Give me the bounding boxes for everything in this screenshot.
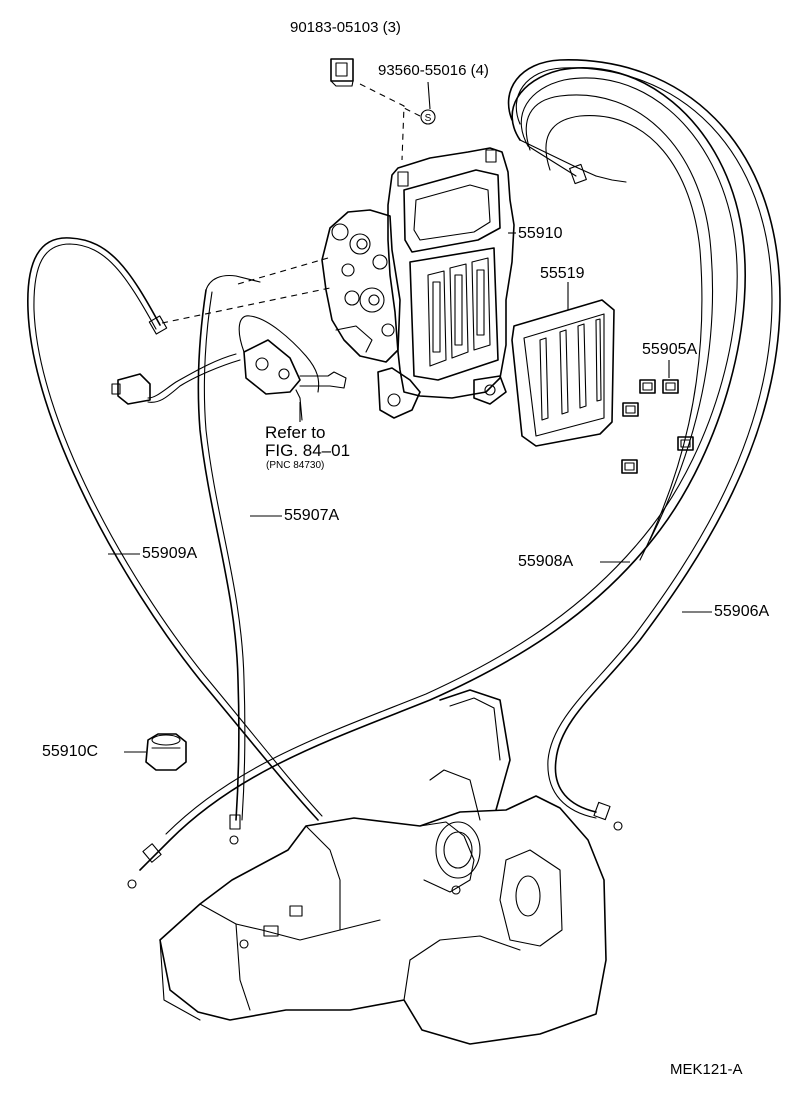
cable-55907a <box>197 289 240 821</box>
control-panel-drawing <box>321 147 515 419</box>
nut-symbol-letter: S <box>425 113 432 124</box>
panel-cover-drawing <box>511 299 615 447</box>
cable-55909a <box>27 237 319 821</box>
label-control-panel: 55910 <box>518 225 563 242</box>
knobs-drawing <box>621 379 694 474</box>
reference-line-1: Refer to <box>265 423 326 442</box>
label-nut: 93560-55016 (4) <box>378 62 489 79</box>
label-panel-cover: 55519 <box>540 265 585 282</box>
nut-leader <box>427 81 431 110</box>
blower-switch-drawing <box>111 315 347 421</box>
clamp-drawing <box>145 733 187 771</box>
footer-code: MEK121-A <box>670 1061 743 1078</box>
nut-dash-line <box>403 107 421 117</box>
label-clamp: 55910C <box>42 743 99 760</box>
nut-symbol: S <box>420 109 436 125</box>
label-cable-55908a: 55908A <box>518 553 574 570</box>
cable-55906a <box>507 59 781 813</box>
reference-line-3: (PNC 84730) <box>266 460 325 471</box>
cable-55908a <box>139 67 746 871</box>
panel-dash-2 <box>161 287 331 324</box>
panel-dash-1 <box>237 257 329 285</box>
label-knobs: 55905A <box>642 341 698 358</box>
label-cable-55906a: 55906A <box>714 603 770 620</box>
label-cable-55907a: 55907A <box>284 507 340 524</box>
bolt-drawing <box>330 58 354 87</box>
label-cable-55909a: 55909A <box>142 545 198 562</box>
label-bolt: 90183-05103 (3) <box>290 19 401 36</box>
reference-line-2: FIG. 84–01 <box>265 441 351 460</box>
heater-unit-drawing <box>159 689 607 1045</box>
bolt-dash-line <box>359 83 405 161</box>
